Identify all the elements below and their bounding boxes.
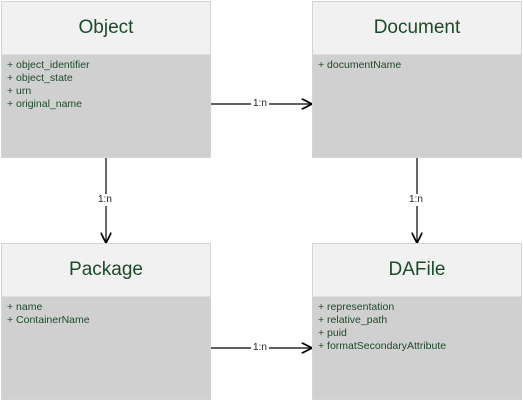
entity-package-attributes: + name + ContainerName (2, 297, 210, 331)
multiplicity-package-dafile: 1:n (251, 342, 269, 354)
multiplicity-object-document: 1:n (251, 98, 269, 110)
attribute: + formatSecondaryAttribute (318, 340, 447, 352)
entity-package[interactable]: Package + name + ContainerName (1, 243, 211, 400)
attribute: + ContainerName (7, 314, 90, 326)
entity-dafile[interactable]: DAFile + representation + relative_path … (312, 243, 522, 400)
attribute: + urn (7, 85, 32, 97)
entity-document[interactable]: Document + documentName (312, 1, 522, 158)
entity-package-title: Package (2, 244, 210, 297)
attribute: + object_state (7, 72, 73, 84)
entity-document-attributes: + documentName (313, 55, 521, 76)
entity-document-title: Document (313, 2, 521, 55)
attribute: + puid (318, 327, 347, 339)
attribute: + original_name (7, 98, 83, 110)
entity-object-title: Object (2, 2, 210, 55)
attribute: + representation (318, 301, 395, 313)
entity-dafile-attributes: + representation + relative_path + puid … (313, 297, 521, 357)
multiplicity-object-package: 1:n (96, 194, 114, 206)
attribute: + object_identifier (7, 59, 90, 71)
attribute: + relative_path (318, 314, 388, 326)
entity-object-attributes: + object_identifier + object_state + urn… (2, 55, 210, 115)
attribute: + documentName (318, 59, 402, 71)
entity-dafile-title: DAFile (313, 244, 521, 297)
entity-object[interactable]: Object + object_identifier + object_stat… (1, 1, 211, 158)
multiplicity-document-dafile: 1:n (407, 194, 425, 206)
attribute: + name (7, 301, 43, 313)
